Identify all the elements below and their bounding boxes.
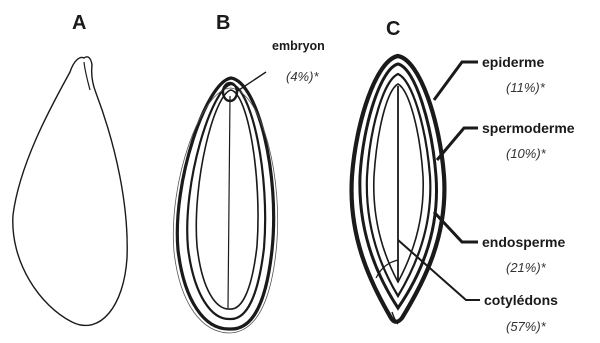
seed-section-c	[352, 56, 445, 324]
endosperme-percentage: (21%)*	[506, 260, 547, 275]
epiderme-label: epiderme	[482, 54, 544, 70]
seed-section-b	[173, 72, 277, 333]
panel-letter-a: A	[72, 12, 86, 34]
epiderme-leader-line	[434, 62, 478, 100]
seed-outline-a	[13, 57, 127, 326]
cotyledons-percentage: (57%)*	[506, 319, 547, 334]
spermoderme-label: spermoderme	[482, 120, 575, 136]
embryon-label: embryon	[272, 39, 325, 53]
panel-letter-c: C	[386, 18, 400, 40]
embryon-percentage: (4%)*	[286, 69, 319, 84]
cotyledons-label: cotylédons	[484, 292, 558, 308]
panel-letter-b: B	[216, 12, 230, 34]
endosperme-label: endosperme	[482, 234, 565, 250]
epiderme-percentage: (11%)*	[506, 80, 546, 95]
spermoderme-percentage: (10%)*	[506, 146, 547, 161]
